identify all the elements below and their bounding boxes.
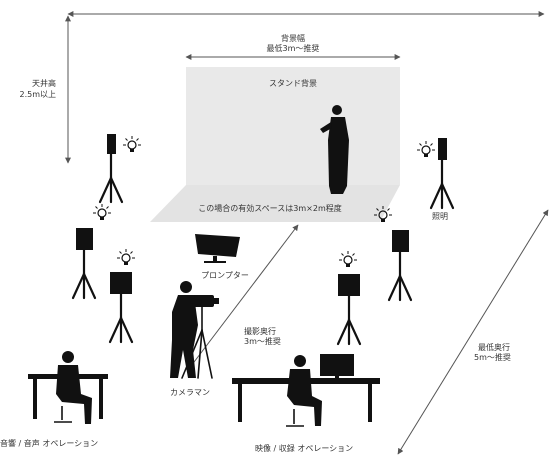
- effective-space-label: この場合の有効スペースは3m×2m程度: [198, 204, 342, 213]
- ceiling-height-value: 2.5m以上: [19, 90, 56, 99]
- prompter-label: プロンプター: [201, 271, 249, 280]
- light-panel-icon: [110, 272, 132, 294]
- bulb-icon: [122, 135, 142, 153]
- shoot-depth-arrow: [187, 224, 299, 371]
- tripod-icon: [71, 248, 97, 300]
- tripod-icon: [429, 158, 455, 210]
- effective-floor-area: [150, 185, 400, 222]
- cameraman-camera-icon: [170, 281, 219, 379]
- prompter-monitor-icon: [195, 234, 240, 263]
- light-left-mid: [108, 248, 136, 344]
- chair-icon: [286, 409, 304, 427]
- stand-backdrop-label: スタンド背景: [269, 79, 317, 88]
- tripod-icon: [387, 250, 413, 302]
- audio-operation-label: 音響 / 音声 オペレーション: [0, 439, 99, 448]
- light-right-rear: [416, 138, 455, 210]
- lighting-label: 照明: [432, 212, 448, 221]
- video-operation-desk: [232, 354, 380, 427]
- chair-icon: [54, 406, 72, 423]
- ceiling-height-label: 天井高: [32, 79, 56, 88]
- tripod-icon: [336, 294, 362, 346]
- backdrop-width-label: 背景幅: [281, 34, 305, 43]
- bulb-icon: [338, 250, 358, 268]
- light-panel-icon: [76, 228, 93, 250]
- audio-operation-desk: [28, 351, 108, 424]
- tripod-icon: [98, 152, 124, 204]
- shoot-depth-value: 3m〜推奨: [244, 337, 281, 346]
- light-right-mid: [336, 250, 362, 346]
- backdrop-width-value: 最低3m〜推奨: [266, 44, 320, 53]
- min-depth-arrow: [397, 209, 549, 455]
- bulb-icon: [416, 140, 436, 158]
- light-left-front: [71, 203, 112, 300]
- light-panel-icon: [392, 230, 409, 252]
- light-panel-icon: [438, 138, 447, 160]
- monitor-icon: [320, 354, 354, 376]
- light-left-rear: [98, 134, 142, 204]
- light-right-front: [373, 205, 413, 302]
- light-panel-icon: [107, 134, 116, 154]
- light-panel-icon: [338, 274, 360, 296]
- tripod-icon: [108, 292, 134, 344]
- presenter-person-icon: [320, 105, 349, 194]
- shoot-depth-label: 撮影奥行: [244, 327, 276, 336]
- video-operation-label: 映像 / 収録 オペレーション: [255, 444, 354, 453]
- bulb-icon: [116, 248, 136, 266]
- operator-person-icon: [287, 355, 322, 426]
- min-depth-value: 5m〜推奨: [474, 353, 511, 362]
- min-depth-label: 最低奥行: [478, 343, 510, 352]
- cameraman-label: カメラマン: [170, 388, 210, 397]
- bulb-icon: [92, 203, 112, 221]
- operator-person-icon: [56, 351, 92, 424]
